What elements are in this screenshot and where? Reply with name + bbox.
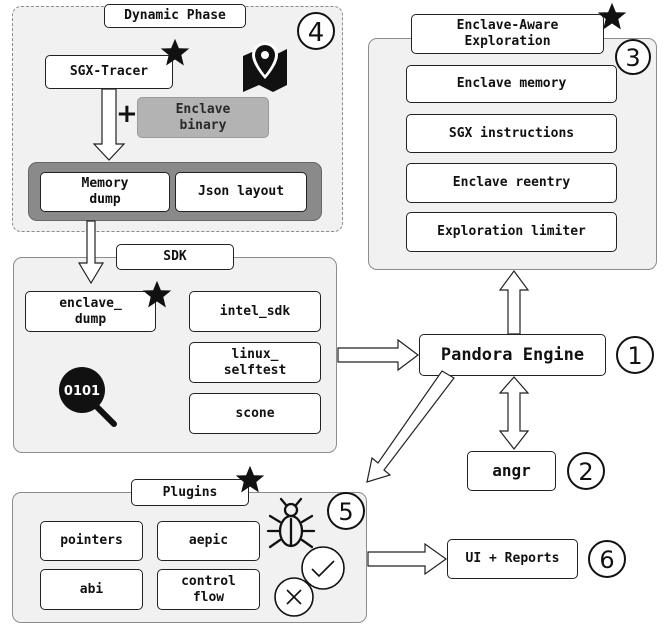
arrow-engine-to-plugins [366,370,455,483]
map-pin-icon [243,42,287,92]
plugin-control-flow: control flow [157,569,260,610]
number-1-text: 1 [627,342,642,370]
number-badge-1: 1 [616,336,654,374]
arrow-engine-angr-bidirectional [498,376,530,450]
arrow-dump-to-enclave-dump [77,220,105,285]
dynamic-phase-title: Dynamic Phase [104,4,246,28]
star-icon [160,38,190,66]
number-4-text: 4 [308,18,325,48]
sdk-title: SDK [116,244,234,270]
pandora-engine-box: Pandora Engine [419,334,606,376]
number-6-text: 6 [599,546,614,574]
plus-sign: + [116,99,138,129]
plugin-pointers: pointers [40,521,143,561]
arrow-engine-to-exploration [498,269,530,335]
star-icon [597,2,627,30]
binary-icon-text: 0101 [64,384,100,399]
sgx-tracer-box: SGX-Tracer [45,55,173,89]
star-icon [235,465,265,493]
plugins-title: Plugins [131,479,249,506]
enclave-dump-box: enclave_ dump [25,291,156,332]
arrow-sdk-to-engine [337,338,419,372]
ui-reports-box: UI + Reports [447,539,578,579]
number-5-text: 5 [338,498,353,526]
memory-dump-box: Memory dump [40,172,170,212]
arrow-tracer-to-dump [92,88,126,161]
angr-box: angr [467,451,556,491]
number-badge-2: 2 [567,452,605,490]
check-icon [301,546,345,590]
number-2-text: 2 [578,458,593,486]
json-layout-box: Json layout [175,172,307,212]
exploration-title: Enclave-Aware Exploration [411,14,604,54]
cross-icon [274,577,314,617]
number-badge-4: 4 [297,12,335,50]
plugin-aepic: aepic [157,521,260,561]
number-badge-5: 5 [327,492,365,530]
bug-icon [266,497,316,549]
star-icon [142,280,172,308]
plugin-abi: abi [40,569,143,610]
exploration-item-enclave-memory: Enclave memory [406,65,617,103]
exploration-item-enclave-reentry: Enclave reentry [406,163,617,203]
number-badge-6: 6 [588,540,626,578]
exploration-item-exploration-limiter: Exploration limiter [406,212,617,252]
number-3-text: 3 [625,44,640,72]
arrow-plugins-to-ui [367,542,448,576]
enclave-binary-box: Enclave binary [137,97,269,138]
number-badge-3: 3 [615,39,651,75]
intel-sdk-box: intel_sdk [189,291,321,332]
linux-selftest-box: linux_ selftest [189,342,321,383]
scone-box: scone [189,393,321,434]
exploration-item-sgx-instructions: SGX instructions [406,114,617,153]
binary-search-icon: 0101 [59,367,117,427]
